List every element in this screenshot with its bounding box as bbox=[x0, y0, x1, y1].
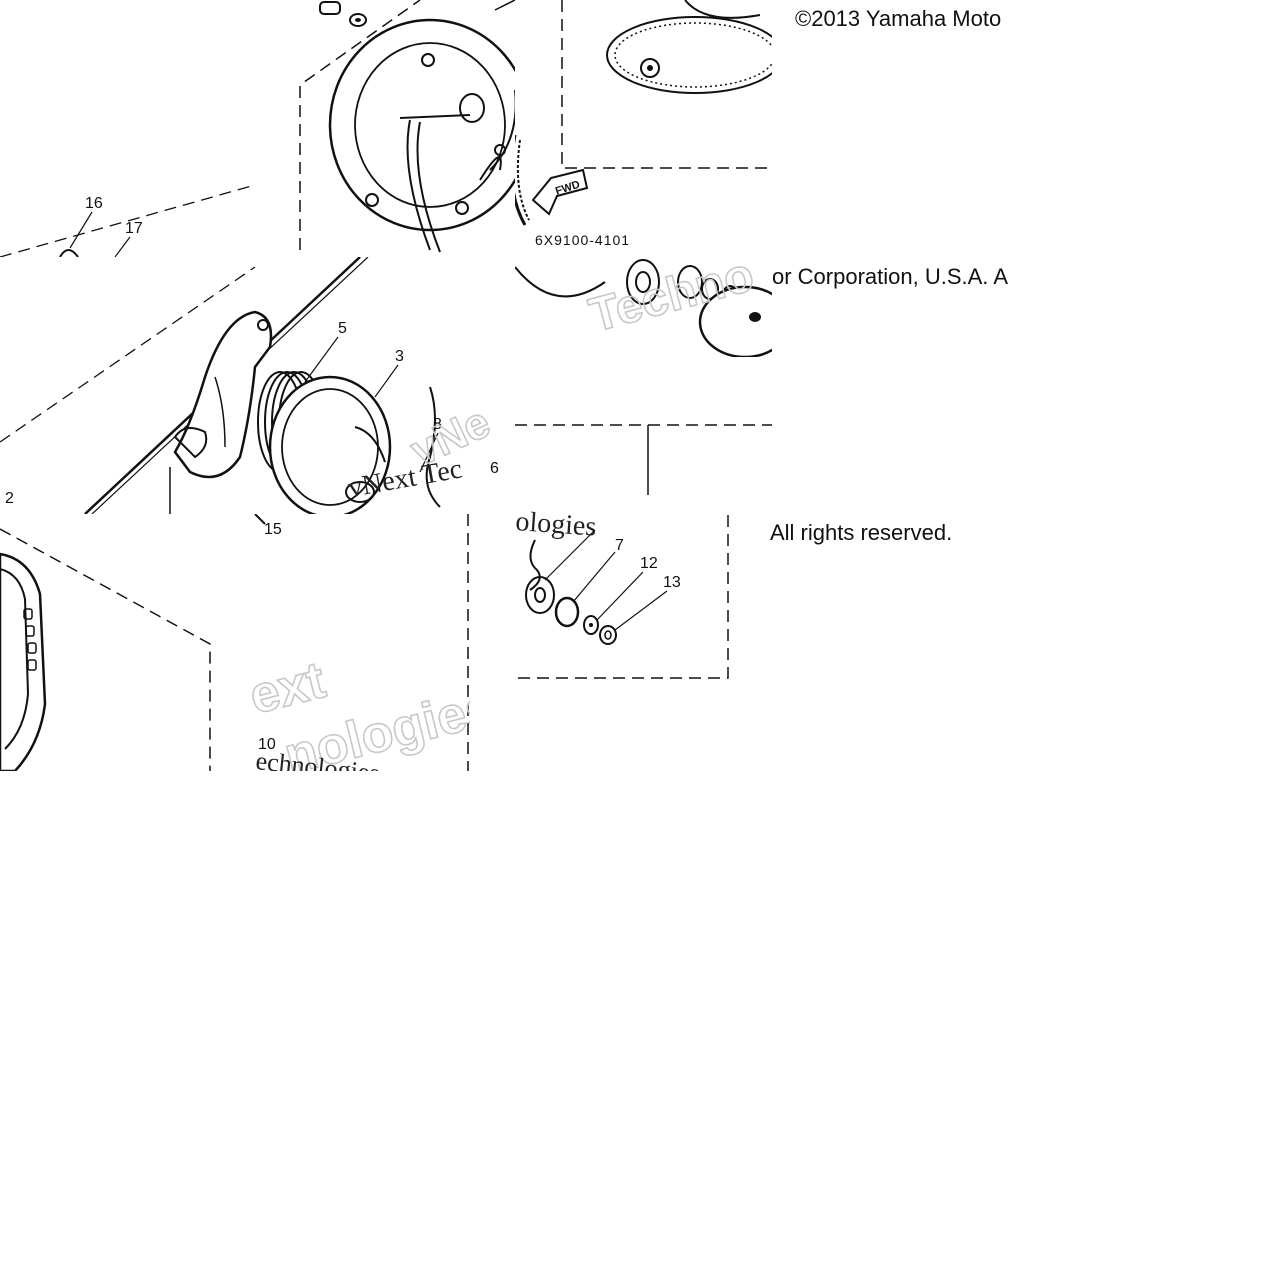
pulley-edge bbox=[515, 135, 527, 226]
tile-top-middle-drawing: FWD 6X9100-4101 bbox=[515, 0, 772, 248]
callout-5: 5 bbox=[338, 320, 347, 337]
tile-middle-center-drawing: Techno bbox=[515, 257, 772, 357]
starter-handle bbox=[0, 552, 47, 771]
starter-cover bbox=[328, 0, 515, 253]
leader-16 bbox=[69, 211, 93, 249]
dashed-box bbox=[561, 0, 772, 169]
cable-bracket bbox=[173, 310, 273, 479]
part-code: 6X9100-4101 bbox=[535, 232, 630, 248]
tile-lower-left-drawing: 15 10 ext nologies echnologies bbox=[0, 514, 470, 771]
copyright-line-3: All rights reserved. bbox=[770, 520, 953, 545]
end-cap bbox=[698, 285, 772, 357]
spring-clip bbox=[529, 539, 541, 591]
pulley bbox=[268, 375, 392, 514]
watermark-text-d: ologies bbox=[515, 506, 597, 543]
callout-13: 13 bbox=[663, 574, 681, 591]
callout-15: 15 bbox=[264, 521, 282, 538]
callout-2: 2 bbox=[5, 490, 14, 507]
callout-10: 10 bbox=[258, 736, 276, 753]
leader-17 bbox=[114, 236, 131, 257]
washer-7 bbox=[554, 596, 580, 628]
tile-middle-left-drawing: 5 3 8 6 vNext Tec vNe 2 bbox=[0, 257, 499, 514]
diagram-tile-middle-left: 5 3 8 6 vNext Tec vNe 2 bbox=[0, 257, 515, 514]
dashed-leader-2 bbox=[0, 266, 256, 443]
nut-13 bbox=[599, 625, 617, 645]
copyright-line-2: or Corporation, U.S.A. A bbox=[772, 264, 1008, 289]
callout-6: 6 bbox=[490, 460, 499, 477]
fwd-arrow-icon: FWD bbox=[531, 168, 589, 216]
callout-16: 16 bbox=[85, 195, 103, 212]
copyright-line-1: ©2013 Yamaha Moto bbox=[795, 6, 1002, 31]
nut-16 bbox=[59, 249, 79, 257]
callout-3: 3 bbox=[395, 348, 404, 365]
dashed-box-lower bbox=[515, 515, 729, 679]
tile-middle-right-drawing: ologies 7 12 13 bbox=[515, 424, 772, 679]
bolt bbox=[319, 1, 367, 27]
dashed-leader bbox=[0, 184, 256, 257]
starter-rope-coil bbox=[606, 0, 772, 94]
washer-large bbox=[525, 576, 555, 614]
dashed-frame bbox=[299, 0, 421, 250]
dashed-frame-lower bbox=[0, 528, 211, 771]
callout-8: 8 bbox=[433, 416, 442, 433]
diagram-tile-middle-center: Techno bbox=[515, 257, 772, 357]
washer-12 bbox=[583, 615, 599, 635]
diagram-tile-middle-right: ologies 7 12 13 bbox=[515, 420, 772, 690]
tile-top-left-drawing: 16 17 14 bbox=[0, 0, 515, 257]
callout-7: 7 bbox=[615, 537, 624, 554]
diagram-tile-top-left: 16 17 14 bbox=[0, 0, 515, 257]
diagram-tile-lower-left: 15 10 ext nologies echnologies bbox=[0, 514, 470, 771]
callout-17: 17 bbox=[125, 220, 143, 237]
watermark-text-c: ext bbox=[244, 651, 331, 725]
diagram-tile-top-middle: FWD 6X9100-4101 bbox=[515, 0, 772, 257]
callout-12: 12 bbox=[640, 555, 658, 572]
